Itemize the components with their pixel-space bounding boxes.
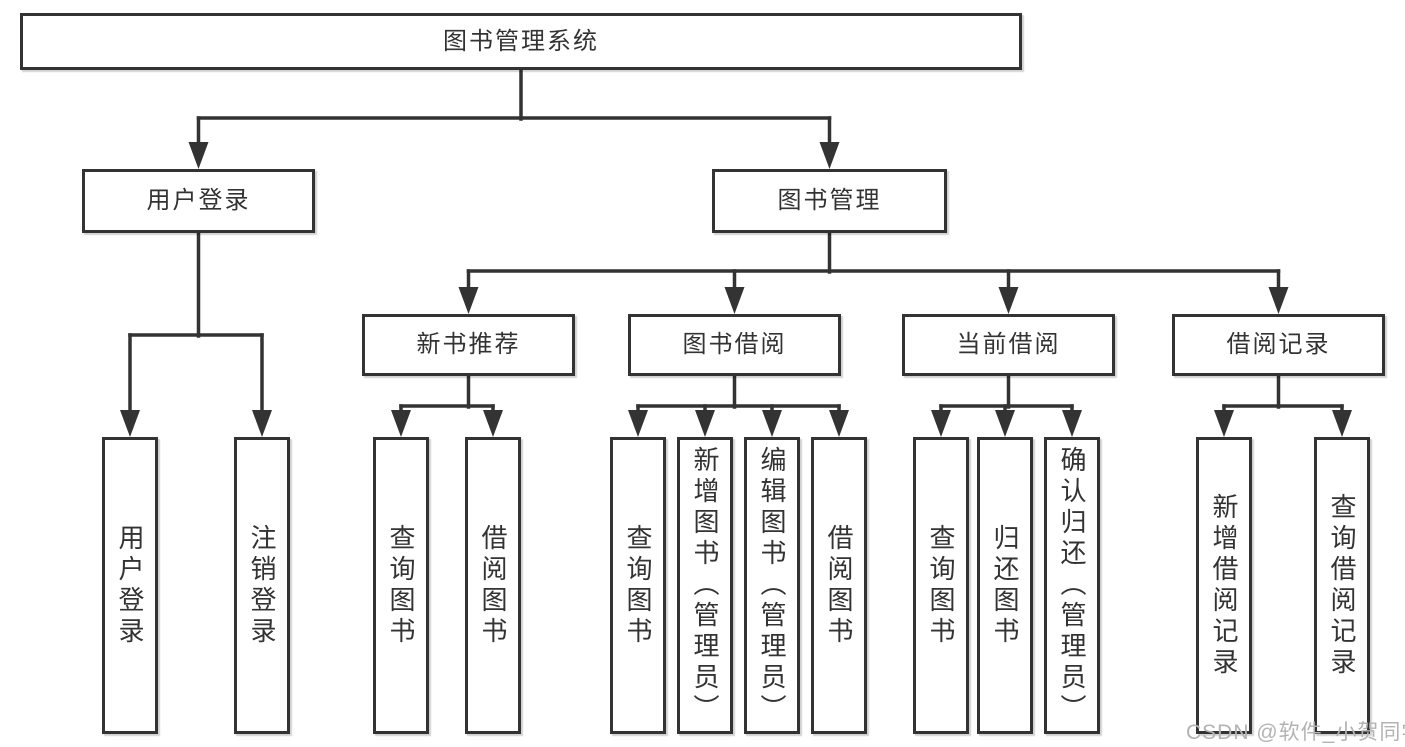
node-book-management: 图书管理 xyxy=(712,169,947,233)
node-label: 图书借阅 xyxy=(682,331,787,358)
arrowhead-down-icon xyxy=(1332,410,1352,437)
arrowhead-down-icon xyxy=(458,287,479,314)
leaf-confirm-return-admin: 确认归还（管理员） xyxy=(1044,437,1100,734)
leaf-add-book-admin: 新增图书（管理员） xyxy=(677,437,733,734)
arrowhead-down-icon xyxy=(829,410,849,437)
leaf-label: 查询借阅记录 xyxy=(1327,492,1357,679)
arrowhead-down-icon xyxy=(120,410,140,437)
leaf-user-login: 用户登录 xyxy=(102,437,158,734)
leaf-query-books-recommend: 查询图书 xyxy=(373,437,429,734)
leaf-label: 查询图书 xyxy=(623,523,653,648)
arrowhead-down-icon xyxy=(724,287,745,314)
leaf-label: 新增借阅记录 xyxy=(1209,492,1239,679)
node-new-book-recommendation: 新书推荐 xyxy=(362,314,575,376)
arrowhead-down-icon xyxy=(188,142,209,169)
leaf-borrow-books-recommend: 借阅图书 xyxy=(465,437,521,734)
arrowhead-down-icon xyxy=(819,142,840,169)
arrowhead-down-icon xyxy=(995,410,1015,437)
leaf-edit-book-admin: 编辑图书（管理员） xyxy=(744,437,800,734)
node-label: 图书管理系统 xyxy=(443,27,599,55)
leaf-logout: 注销登录 xyxy=(234,437,290,734)
arrowhead-down-icon xyxy=(695,410,715,437)
node-book-borrowing: 图书借阅 xyxy=(628,314,841,376)
arrowhead-down-icon xyxy=(483,410,503,437)
arrowhead-down-icon xyxy=(1062,410,1082,437)
leaf-add-borrow-record: 新增借阅记录 xyxy=(1196,437,1252,734)
arrowhead-down-icon xyxy=(391,410,411,437)
leaf-query-books-borrowing: 查询图书 xyxy=(610,437,666,734)
leaf-return-book: 归还图书 xyxy=(977,437,1033,734)
arrowhead-down-icon xyxy=(998,287,1019,314)
node-label: 图书管理 xyxy=(777,187,882,214)
leaf-label: 确认归还（管理员） xyxy=(1057,446,1087,725)
leaf-label: 借阅图书 xyxy=(478,523,508,648)
node-borrowing-records: 借阅记录 xyxy=(1172,314,1385,376)
arrowhead-down-icon xyxy=(931,410,951,437)
arrowhead-down-icon xyxy=(628,410,648,437)
leaf-label: 查询图书 xyxy=(386,523,416,648)
node-label: 借阅记录 xyxy=(1226,331,1331,358)
node-label: 用户登录 xyxy=(146,187,251,214)
leaf-label: 借阅图书 xyxy=(824,523,854,648)
node-label: 当前借阅 xyxy=(956,331,1061,358)
node-label: 新书推荐 xyxy=(416,331,521,358)
node-library-management-system: 图书管理系统 xyxy=(20,13,1022,70)
leaf-query-borrow-record: 查询借阅记录 xyxy=(1314,437,1370,734)
arrowhead-down-icon xyxy=(252,410,272,437)
node-current-borrowing: 当前借阅 xyxy=(902,314,1115,376)
leaf-label: 归还图书 xyxy=(990,523,1020,648)
leaf-label: 查询图书 xyxy=(926,523,956,648)
leaf-borrow-books-borrowing: 借阅图书 xyxy=(811,437,867,734)
leaf-label: 新增图书（管理员） xyxy=(690,446,720,725)
watermark: CSDN @软件_小贺同学 xyxy=(1186,721,1405,744)
node-user-login: 用户登录 xyxy=(82,169,315,233)
leaf-label: 注销登录 xyxy=(247,523,277,648)
leaf-query-books-current: 查询图书 xyxy=(913,437,969,734)
leaf-label: 编辑图书（管理员） xyxy=(757,446,787,725)
arrowhead-down-icon xyxy=(1268,287,1289,314)
arrowhead-down-icon xyxy=(762,410,782,437)
arrowhead-down-icon xyxy=(1214,410,1234,437)
leaf-label: 用户登录 xyxy=(115,523,145,648)
